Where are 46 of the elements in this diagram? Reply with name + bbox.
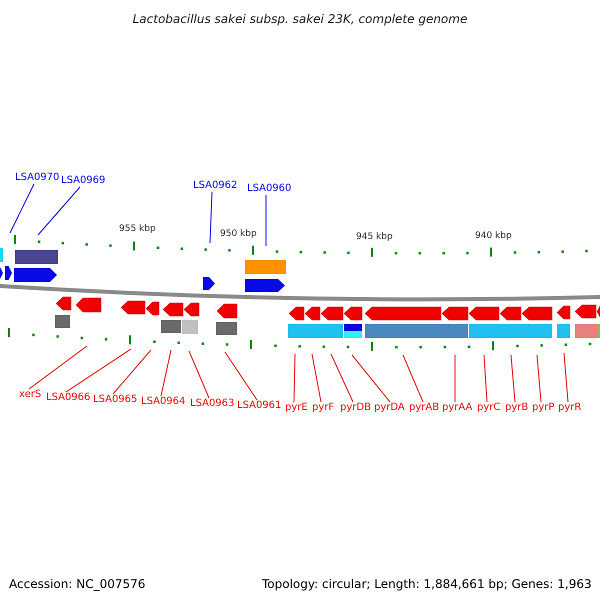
leader-line <box>564 352 568 402</box>
genome-summary-text: Topology: circular; Length: 1,884,661 bp; Genes: 1,963 <box>262 576 592 593</box>
gene-label: LSA0970 <box>15 172 60 184</box>
gene-label: LSA0961 <box>237 400 282 412</box>
gene-label: pyrF <box>312 402 334 414</box>
gene-label: pyrAB <box>409 402 440 414</box>
leader-line <box>312 354 322 402</box>
gene-label: pyrB <box>505 402 528 414</box>
gene-label: pyrDB <box>340 402 371 414</box>
gene-label: LSA0964 <box>141 396 186 408</box>
leader-line <box>160 350 172 396</box>
leader-line <box>352 354 390 402</box>
leader-line <box>210 192 212 244</box>
scale-label: 955 kbp <box>119 223 156 236</box>
scale-label: 945 kbp <box>356 231 393 244</box>
gene-label: LSA0963 <box>190 398 234 410</box>
scale-label: 950 kbp <box>220 228 257 241</box>
leader-line <box>330 354 354 402</box>
gene-label: pyrP <box>532 402 554 414</box>
leader-line <box>402 354 424 402</box>
gene-label: pyrC <box>477 402 500 414</box>
leader-line <box>484 354 488 402</box>
leader-line <box>66 348 132 392</box>
gene-label: pyrE <box>285 402 308 414</box>
leader-line <box>536 354 542 402</box>
leader-line <box>112 350 152 394</box>
gene-label: LSA0962 <box>193 180 238 192</box>
leader-line <box>294 354 296 402</box>
title: Lactobacillus sakei subsp. sakei 23K, complete genome <box>132 11 468 28</box>
gene-label: LSA0965 <box>93 394 138 406</box>
gene-label: LSA0960 <box>247 183 292 195</box>
leader-line <box>10 184 34 234</box>
gene-label: pyrDA <box>374 402 405 414</box>
leader-line <box>38 186 80 236</box>
gene-label: LSA0969 <box>61 175 106 187</box>
leader-line <box>224 352 258 400</box>
leader-line <box>510 354 516 402</box>
gene-label: pyrAA <box>442 402 472 414</box>
scale-label: 940 kbp <box>475 230 512 243</box>
leader-line <box>28 346 88 390</box>
leader-line <box>454 354 456 402</box>
gene-label: xerS <box>19 389 42 401</box>
gene-label: LSA0966 <box>46 392 90 404</box>
leader-line <box>188 350 210 398</box>
accession-text: Accession: NC_007576 <box>9 576 146 593</box>
gene-label: pyrR <box>558 402 582 414</box>
